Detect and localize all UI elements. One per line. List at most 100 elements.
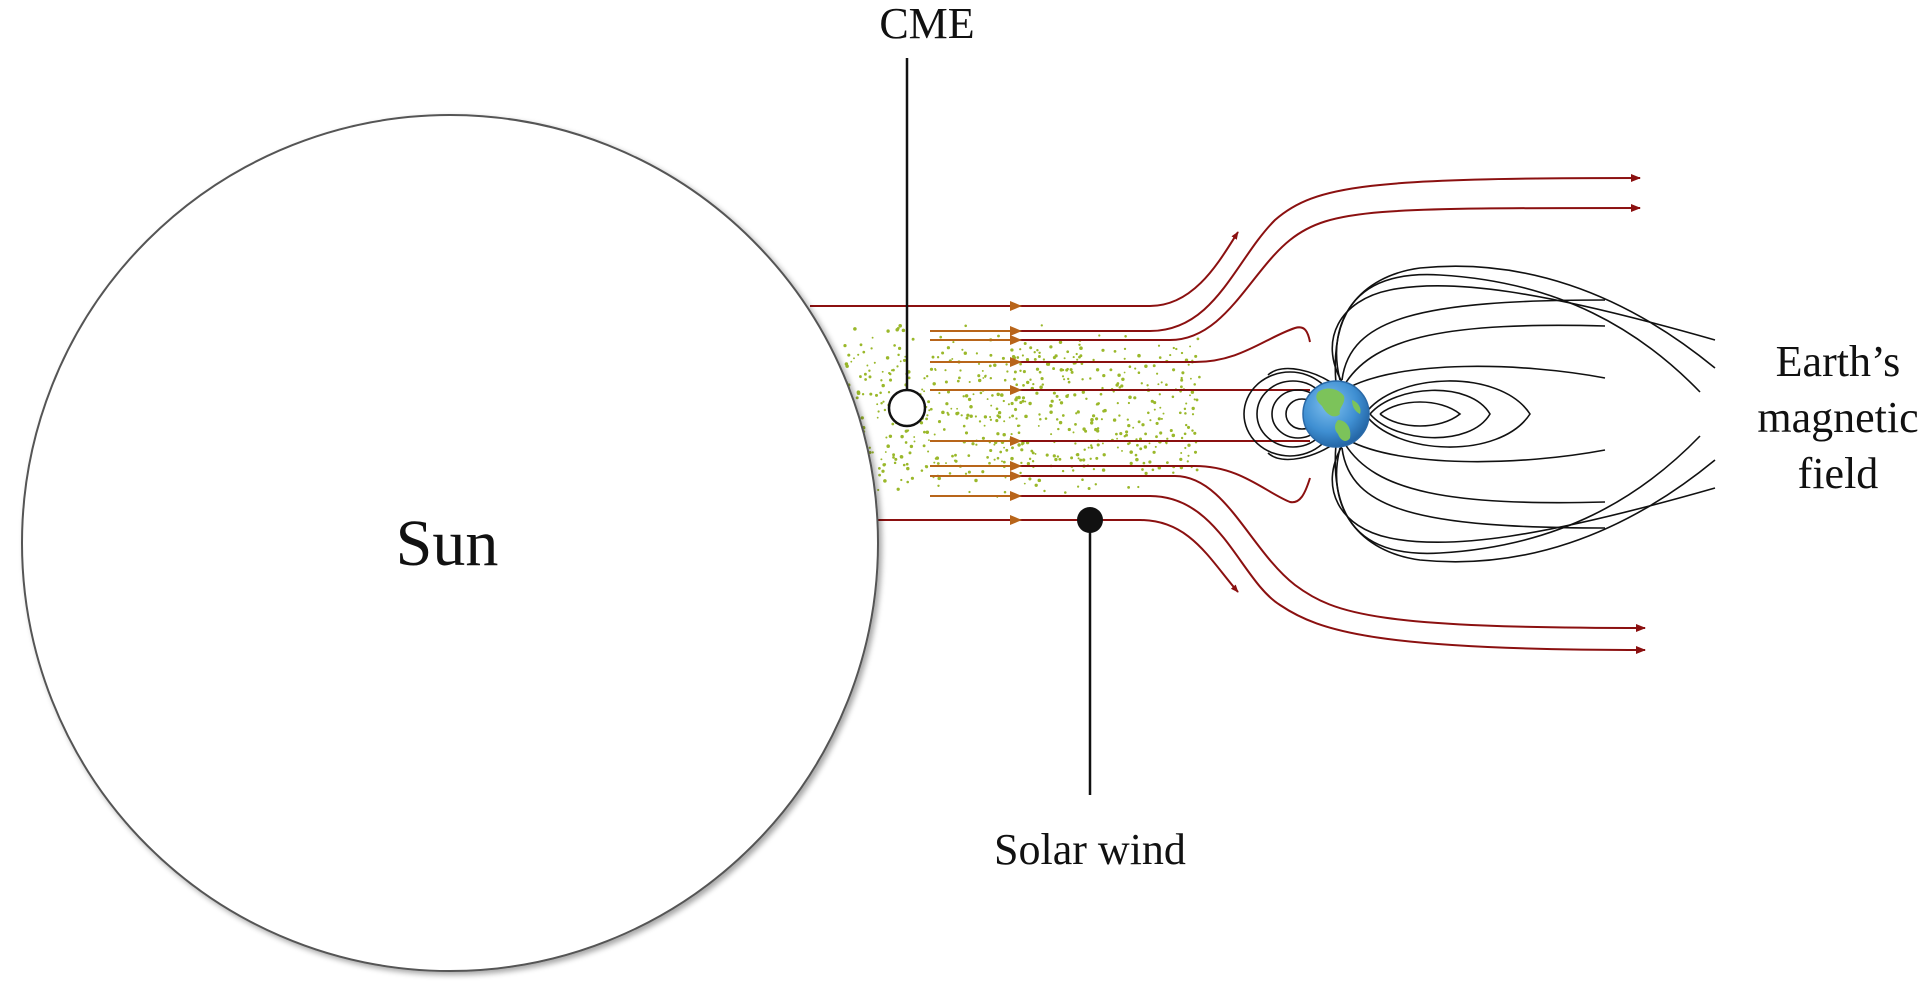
cme-particle [1003,446,1006,449]
cme-particle [1101,348,1105,352]
cme-particle [979,391,983,395]
cme-particle [1058,398,1061,401]
cme-particle [1052,367,1056,371]
cme-particle [1057,427,1060,431]
cme-particle [878,473,881,477]
cme-particle [1005,448,1009,452]
cme-particle [1028,401,1032,406]
cme-flow-arrows [930,301,1022,525]
cme-particle [1135,457,1139,462]
cme-particle [1186,460,1189,463]
cme-particle [898,346,902,350]
cme-particle [880,401,883,405]
cme-particle [968,380,971,384]
cme-particle [1021,443,1024,446]
cme-particle [1078,343,1081,347]
cme-particle [1116,402,1119,405]
cme-particle [906,480,909,484]
cme-particle [874,393,879,397]
cme-particle [1067,393,1070,396]
cme-particle [1157,344,1161,347]
cme-particle [1160,381,1163,384]
cme-particle [959,369,962,372]
flow-arrow-icon [1010,301,1022,311]
cme-particle [1102,373,1106,378]
cme-particle [954,459,958,463]
cme-particle [933,461,936,464]
cme-particle [1044,417,1048,420]
cme-particle [1049,410,1053,414]
cme-particle [939,335,943,339]
cme-particle [955,411,959,416]
cme-particle [951,357,954,360]
cme-particle [1040,377,1044,381]
cme-particle [1184,412,1187,415]
cme-particle [1101,386,1104,390]
cme-particle [1000,393,1004,397]
cme-particle [986,456,989,459]
cme-particle [1045,453,1049,457]
cme-particle [964,324,967,328]
cme-particle [911,337,915,341]
cme-particle [1115,383,1119,387]
cme-particle [1052,454,1056,458]
sun-label: Sun [396,507,499,580]
cme-particle [1026,380,1030,385]
cme-particle [1141,468,1144,471]
flow-arrow-icon [1010,491,1022,501]
cme-particle [905,462,909,466]
cme-particle [869,392,873,396]
cme-particle [1024,400,1027,403]
cme-particle [1037,478,1042,483]
cme-particle [1092,467,1096,471]
cme-particle [1128,365,1132,368]
cme-particle [1072,356,1075,359]
cme-particle [1010,348,1014,352]
cme-particle [1165,383,1168,387]
cme-particle [890,369,894,372]
cme-particle [1017,431,1021,435]
cme-particle [995,407,999,411]
cme-particle [884,451,887,453]
cme-particle [1049,404,1053,408]
solar-wind-line [930,465,1311,504]
cme-particle [881,469,885,473]
cme-particle [1155,435,1158,439]
cme-particle [1032,382,1035,386]
cme-particle [876,416,879,419]
cme-particle [983,424,986,427]
cme-particle [1092,358,1095,362]
cme-particle [1082,458,1086,462]
cme-particle [1137,485,1140,489]
cme-particle [1010,456,1014,461]
cme-particle [926,375,929,378]
cme-particle [1172,368,1176,372]
cme-particle [1187,363,1190,366]
cme-particle [1185,423,1188,427]
cme-particle [966,413,970,417]
cme-particle [1037,424,1040,427]
cme-particle [1090,444,1093,447]
cme-particle [1184,446,1187,450]
cme-particle [1180,452,1183,454]
cme-particle [1083,448,1086,451]
cme-particle [1137,371,1141,374]
cme-particle [1070,370,1074,374]
cme-particle [1019,400,1023,405]
cme-particle [956,379,960,383]
cme-particle [925,417,928,421]
cme-particle [1055,394,1059,398]
cme-particle [1092,414,1096,418]
cme-particle [1035,391,1039,395]
cme-particle [1049,345,1053,349]
cme-particle [1005,363,1008,366]
cme-particle [956,407,959,410]
cme-particle [879,391,882,395]
cme-particle [891,422,895,426]
cme-particle [1171,433,1176,438]
cme-particle [1160,417,1163,420]
cme-particle [1017,443,1021,447]
cme-particle [1075,453,1078,456]
cme-particle [1019,471,1022,475]
cme-particle [1146,384,1149,387]
